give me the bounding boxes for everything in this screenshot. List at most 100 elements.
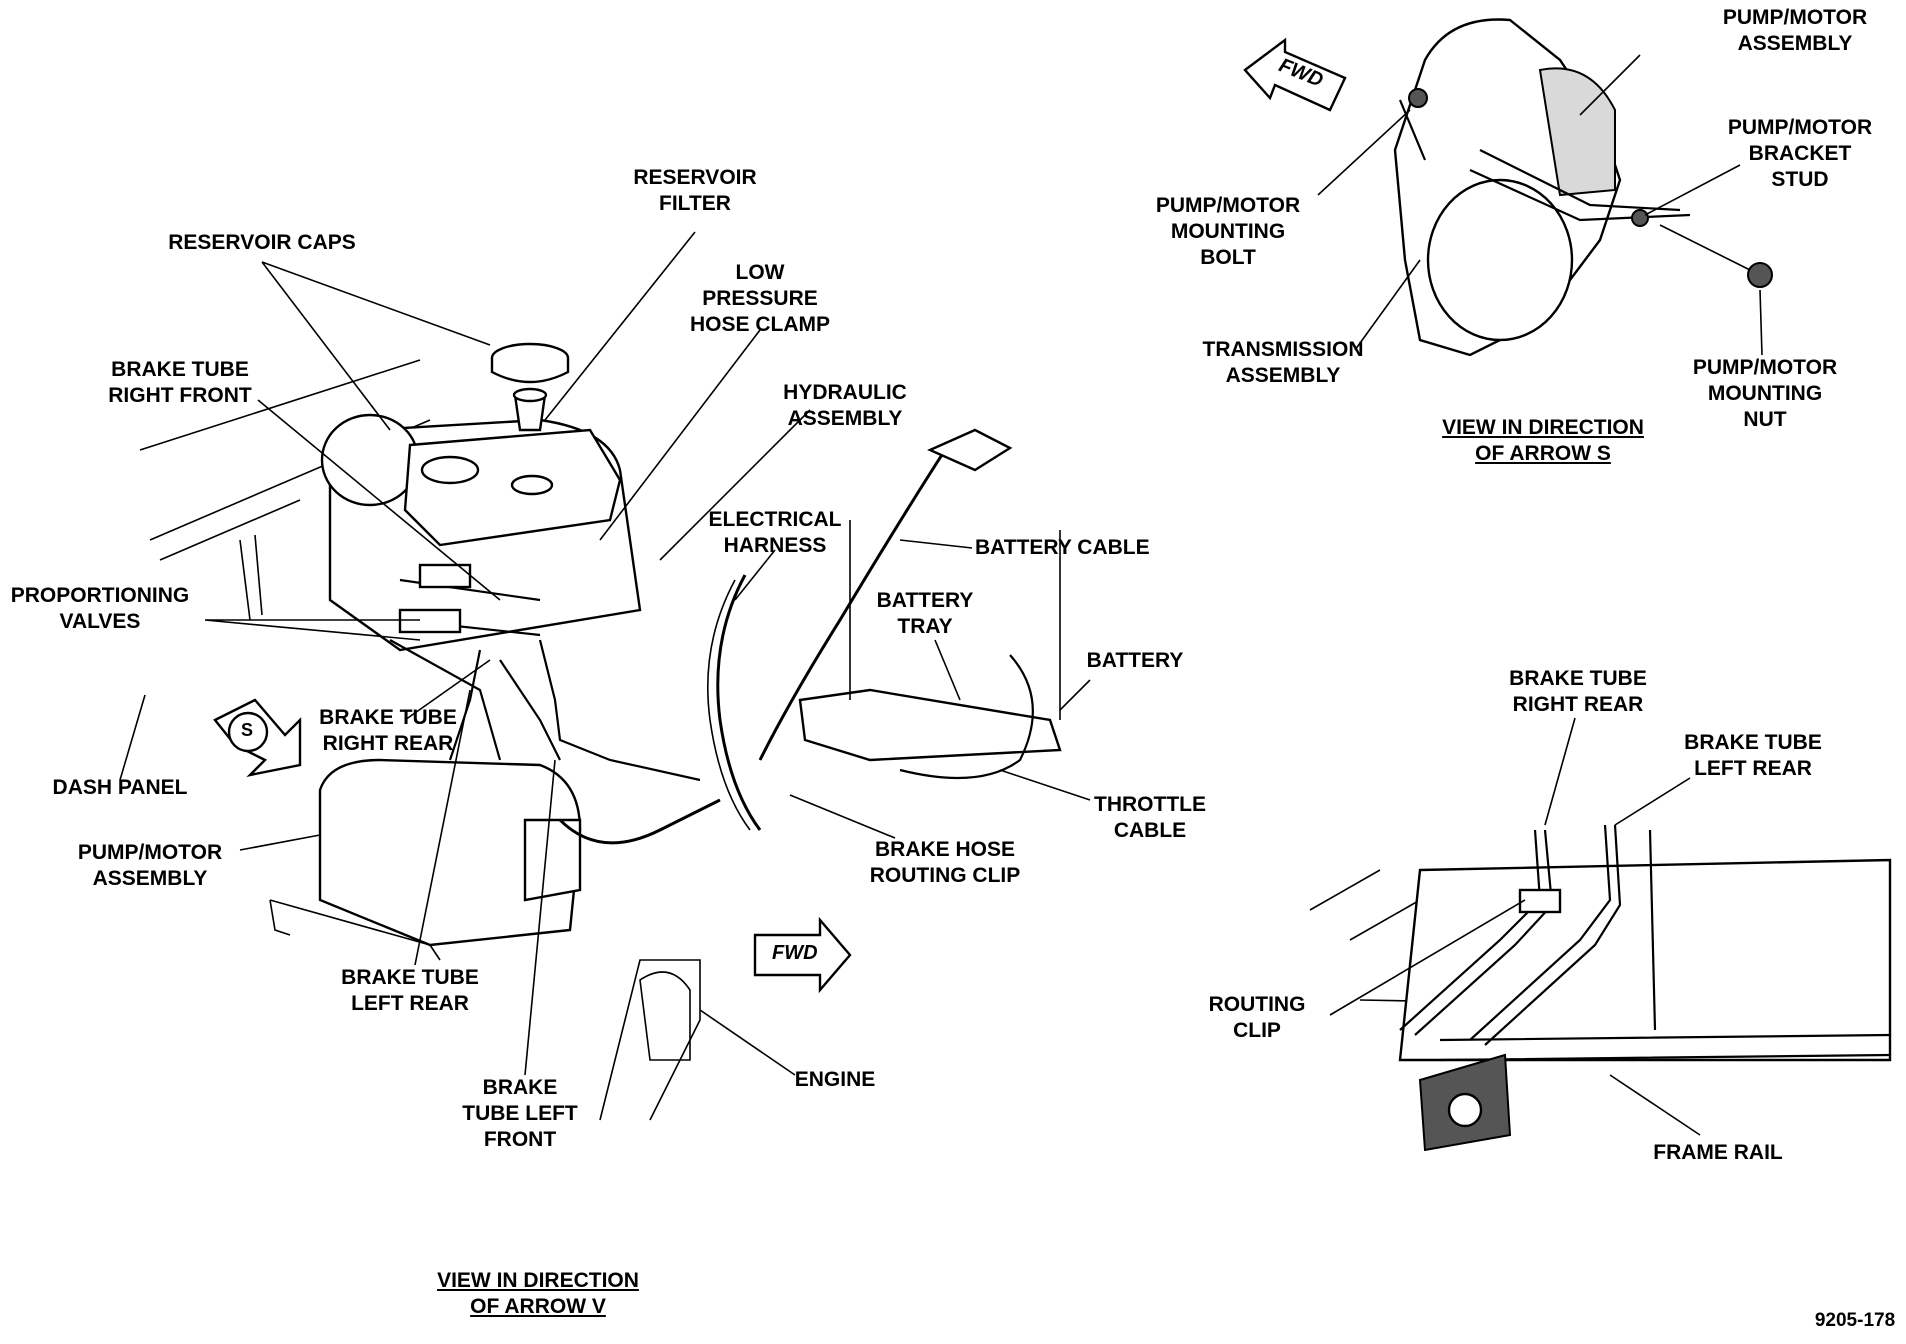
- leader-battery: [1059, 679, 1091, 711]
- label-line: DASH PANEL: [52, 776, 188, 799]
- leader-s-bracket-stud: [1644, 164, 1741, 216]
- reservoir-cap-exploded-side: [490, 358, 570, 384]
- engine-outline: [599, 959, 701, 1121]
- figure-number: 9205-178: [1814, 1310, 1896, 1331]
- brake-hose: [558, 798, 721, 845]
- label-line: ASSEMBLY: [787, 407, 903, 430]
- leader-reservoir-caps: [261, 261, 491, 431]
- leader-rear-routing-clip: [1329, 899, 1526, 1016]
- leader-engine: [699, 1009, 796, 1076]
- battery-tray: [798, 688, 1062, 762]
- label-brake-tube-right-front: BRAKE TUBE RIGHT FRONT: [108, 357, 251, 409]
- pump-motor-bracket-stud-head: [1631, 209, 1649, 227]
- label-line: PUMP/MOTOR: [1727, 116, 1873, 139]
- label-line: BRAKE TUBE: [1509, 667, 1647, 690]
- label-line: PROPORTIONING: [10, 584, 190, 607]
- label-line: BATTERY: [876, 589, 974, 612]
- battery-cable: [758, 449, 947, 761]
- leader-battery-cable: [899, 539, 973, 549]
- label-line: RIGHT FRONT: [108, 384, 252, 407]
- throttle-cable: [899, 654, 1034, 780]
- reservoir-filter-rim: [512, 387, 548, 403]
- label-line: BATTERY: [1086, 649, 1184, 672]
- label-line: ASSEMBLY: [1737, 32, 1853, 55]
- leader-battery-tray: [934, 639, 961, 701]
- leader-s-mounting-bolt: [1317, 109, 1411, 196]
- label-line: LEFT REAR: [351, 992, 469, 1015]
- label-line: BRAKE TUBE: [341, 966, 479, 989]
- reservoir-left-round: [320, 413, 420, 507]
- proportioning-valve-1: [398, 608, 462, 634]
- leader-s-mounting-nut: [1759, 289, 1763, 356]
- label-line: VIEW IN DIRECTION: [1442, 416, 1644, 439]
- label-s-pump-motor-bracket-stud: PUMP/MOTOR BRACKET STUD: [1728, 115, 1872, 193]
- label-line: HOSE CLAMP: [689, 313, 831, 336]
- leader-reservoir-filter: [544, 231, 696, 421]
- leader-throttle-cable: [999, 769, 1091, 801]
- rear-frame-area: [1398, 858, 1892, 1062]
- label-line: BRAKE TUBE: [1684, 731, 1822, 754]
- label-pump-motor-assembly: PUMP/MOTOR ASSEMBLY: [78, 840, 222, 892]
- s-view-tubes: [1398, 99, 1691, 222]
- label-line: MOUNTING: [1170, 220, 1286, 243]
- electrical-harness-cable-inner: [706, 579, 751, 831]
- label-line: VALVES: [59, 610, 141, 633]
- label-line: PUMP/MOTOR: [77, 841, 223, 864]
- label-line: RESERVOIR: [633, 166, 757, 189]
- rear-view-drawing: [1309, 717, 1892, 1152]
- frame-rail-bracket-hole: [1447, 1092, 1483, 1128]
- label-line: STUD: [1771, 168, 1829, 191]
- label-line: MOUNTING: [1707, 382, 1823, 405]
- label-line: BRACKET: [1748, 142, 1852, 165]
- label-line: TRAY: [897, 615, 953, 638]
- battery-outline: [849, 520, 1061, 720]
- s-arrow-circle: [227, 711, 269, 753]
- main-view-drawing: [119, 231, 1091, 1121]
- label-line: PUMP/MOTOR: [1692, 356, 1838, 379]
- label-line: ASSEMBLY: [1225, 364, 1341, 387]
- label-line: VIEW IN DIRECTION: [437, 1269, 639, 1292]
- brake-tube-right-rear-run: [499, 659, 561, 761]
- pump-motor-mounting-nut: [1747, 262, 1773, 288]
- label-line: ROUTING: [1208, 993, 1306, 1016]
- label-engine: ENGINE: [795, 1067, 876, 1093]
- label-line: BRAKE TUBE: [111, 358, 249, 381]
- dash-panel-edge: [239, 534, 263, 621]
- label-line: ROUTING CLIP: [869, 864, 1021, 887]
- label-line: ASSEMBLY: [92, 867, 208, 890]
- leader-rear-frame-rail: [1609, 1074, 1701, 1136]
- label-line: ENGINE: [794, 1068, 876, 1091]
- leader-brake-tube-right-rear: [404, 659, 491, 721]
- label-line: THROTTLE: [1094, 793, 1206, 816]
- label-battery-cable: BATTERY CABLE: [975, 535, 1150, 561]
- leader-brake-tube-left-front: [524, 759, 556, 1076]
- leader-brake-tube-left-rear: [414, 689, 471, 966]
- transmission-bell-opening: [1426, 178, 1574, 342]
- label-line: CLIP: [1233, 1019, 1281, 1042]
- leader-brake-tube-right-front: [257, 399, 501, 601]
- fwd-arrow-main-shape: [753, 916, 852, 994]
- s-view-stud-axis: [1659, 224, 1751, 271]
- view-s-drawing: [1243, 18, 1773, 357]
- label-line: BOLT: [1200, 246, 1256, 269]
- brake-tube-left-rear-run: [448, 649, 482, 761]
- label-line: LOW: [735, 261, 785, 284]
- label-line: HARNESS: [723, 534, 827, 557]
- leader-pump-motor-assembly: [239, 834, 321, 851]
- rear-brake-tubes: [1399, 824, 1657, 1046]
- leader-dash-panel: [119, 694, 146, 781]
- leader-rear-brake-tube-left-rear: [1614, 777, 1691, 826]
- label-line: FRONT: [483, 1128, 557, 1151]
- pump-motor-end: [523, 818, 582, 902]
- label-line: OF ARROW V: [470, 1295, 606, 1318]
